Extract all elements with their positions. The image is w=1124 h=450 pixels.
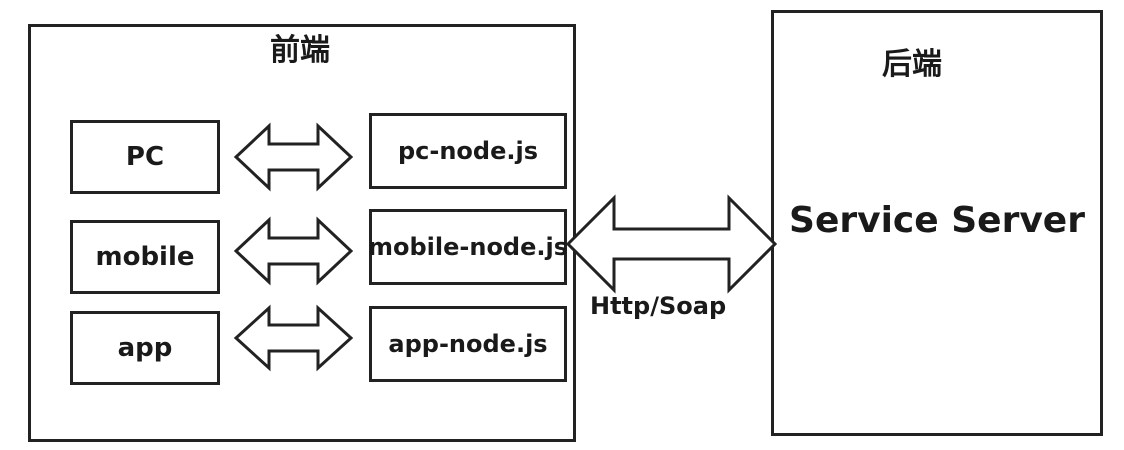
double-arrow-mobile [233,216,354,286]
service-server-label: Service Server [789,200,1085,241]
node-box-pc-line1: pc- [397,137,440,165]
client-box-pc: PC [70,120,220,194]
client-box-app: app [70,311,220,385]
backend-panel [771,10,1103,436]
node-box-app-line2: node.js [448,330,548,358]
double-arrow-app [233,304,354,372]
node-box-mobile: mobile- node.js [367,209,569,285]
protocol-label: Http/Soap [590,292,727,320]
node-box-mobile-line2: node.js [469,233,569,261]
backend-title: 后端 [882,47,942,82]
node-box-app-line1: app- [388,330,449,358]
double-arrow-pc [233,122,354,192]
node-box-app: app- node.js [369,306,567,382]
node-box-pc-line2: node.js [439,137,539,165]
client-box-mobile: mobile [70,220,220,294]
double-arrow-http [565,194,778,294]
frontend-title: 前端 [270,33,330,68]
node-box-pc: pc- node.js [369,113,567,189]
node-box-mobile-line1: mobile- [367,233,470,261]
